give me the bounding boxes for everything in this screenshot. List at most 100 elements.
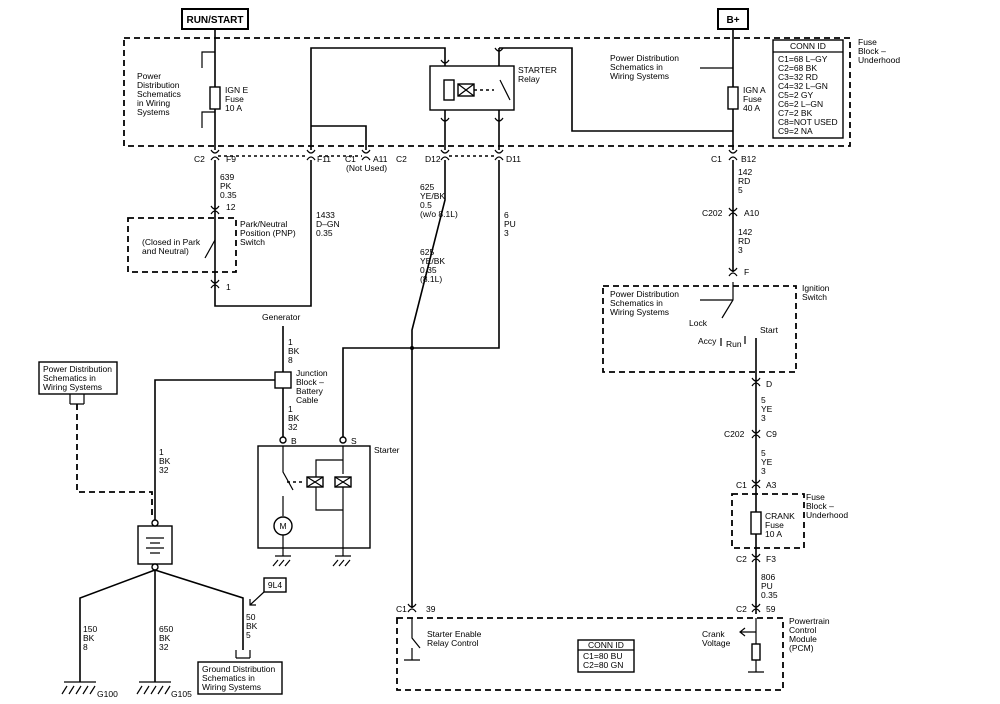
- ground-ref-line: Wiring Systems: [202, 682, 261, 692]
- left-ref-line: Schematics in: [43, 373, 96, 383]
- pcm-label-line: Powertrain: [789, 616, 830, 626]
- wire-1a-label: 1 BK 8: [288, 337, 300, 365]
- connector-label: C202: [724, 429, 745, 439]
- wire-label-line: (8.1L): [420, 274, 442, 284]
- wire-label-line: 1: [159, 447, 164, 457]
- connector-labels-top: C2 F9 F11 C1 A11 (Not Used) C2 D12 D11 C…: [194, 154, 756, 173]
- wire-label-line: (w/o 8.1L): [420, 209, 458, 219]
- f11-internal-wire: [310, 47, 446, 150]
- wire-1433-label: 1433 D–GN 0.35: [316, 210, 340, 238]
- wire-label-line: 50: [246, 612, 256, 622]
- wire-label-line: 142: [738, 227, 752, 237]
- ignition-position-marks: [720, 336, 746, 346]
- connector-label: C2: [396, 154, 407, 164]
- power-dist-ref-line: Power: [137, 71, 161, 81]
- ignition-label-line: Ignition: [802, 283, 830, 293]
- ground-g105-icon: [136, 681, 171, 695]
- bplus-label: B+: [726, 15, 739, 26]
- power-dist-ref-left: Power Distribution Schematics in Wiring …: [137, 71, 181, 117]
- fuse-block-outline: [123, 37, 851, 147]
- wire-label-line: 150: [83, 624, 97, 634]
- pnp-pin-1: 1: [226, 282, 231, 292]
- fuse-block-lower-title-line: Underhood: [806, 510, 848, 520]
- wire-label-line: 8: [83, 642, 88, 652]
- crank-fuse-block-outline: [731, 493, 805, 549]
- wire-label-line: RD: [738, 236, 750, 246]
- connector-label: C2: [736, 604, 747, 614]
- connector-label: C1: [396, 604, 407, 614]
- wire-1433-dgn: [214, 160, 312, 307]
- fuse-block-title-line-2: Block –: [858, 46, 886, 56]
- wire-label-line: 5: [761, 395, 766, 405]
- wire-label-line: 0.35: [420, 265, 437, 275]
- pnp-switch-state: (Closed in Park and Neutral): [142, 237, 201, 256]
- pnp-label-line: Park/Neutral: [240, 219, 287, 229]
- junction-label-line: Block –: [296, 377, 324, 387]
- page-ref-arrow-icon: [249, 591, 265, 606]
- junction-label-line: Junction: [296, 368, 328, 378]
- wire-650-label: 650 BK 32: [159, 624, 173, 652]
- crank-voltage-line: Voltage: [702, 638, 731, 648]
- relay-feed-from-bplus: [499, 47, 733, 132]
- ignition-ref-line: Wiring Systems: [610, 307, 669, 317]
- pcm-conn-title: CONN ID: [588, 640, 624, 650]
- starter-enable-line: Relay Control: [427, 638, 479, 648]
- wire-142b-label: 142 RD 3: [738, 227, 752, 255]
- pnp-pin-12: 12: [226, 202, 236, 212]
- wire-150-label: 150 BK 8: [83, 624, 97, 652]
- generator-label: Generator: [262, 312, 300, 322]
- pcm-conn-id-table: CONN ID C1=80 BU C2=80 GN: [577, 639, 635, 673]
- ign-a-fuse-line: Fuse: [743, 94, 762, 104]
- starter-b-label: B: [291, 436, 297, 446]
- wire-label-line: BK: [288, 413, 300, 423]
- pcm-label: Powertrain Control Module (PCM): [789, 616, 830, 653]
- wire-639-label: 639 PK 0.35: [220, 172, 237, 200]
- conn-id-table-top: CONN ID C1=68 L–GY C2=68 BK C3=32 RD C4=…: [772, 39, 844, 139]
- connector-label: F: [744, 267, 749, 277]
- conn-id-row: C6=2 L–GN: [778, 99, 823, 109]
- connector-label: A3: [766, 480, 777, 490]
- conn-id-row: C8=NOT USED: [778, 117, 838, 127]
- wire-1b-label: 1 BK 32: [288, 404, 300, 432]
- wire-label-line: 6: [504, 210, 509, 220]
- fuse-block-title-line-3: Underhood: [858, 55, 900, 65]
- wire-label-line: 8: [288, 355, 293, 365]
- run-start-label: RUN/START: [186, 15, 243, 26]
- relay-switch-contact: [499, 79, 511, 101]
- ignition-label-line: Switch: [802, 292, 827, 302]
- wire-label-line: 1433: [316, 210, 335, 220]
- fuse-block-lower-title-line: Fuse: [806, 492, 825, 502]
- conn-id-row: C5=2 GY: [778, 90, 814, 100]
- conn-id-row: C1=68 L–GY: [778, 54, 828, 64]
- ign-e-fuse-line: 10 A: [225, 103, 242, 113]
- wire-label-line: YE: [761, 457, 773, 467]
- ign-a-fuse-line: 40 A: [743, 103, 760, 113]
- crank-fuse-icon: [750, 511, 762, 535]
- connector-label: F11: [317, 154, 331, 164]
- crank-fuse-line: 10 A: [765, 529, 782, 539]
- wire-625-wo81-label: 625 YE/BK 0.5 (w/o 8.1L): [420, 182, 458, 219]
- page-ref-9l4[interactable]: 9L4: [263, 577, 287, 593]
- wire-6-pu: [342, 160, 500, 440]
- wire-label-line: 5: [761, 448, 766, 458]
- ground-ref-line: Schematics in: [202, 673, 255, 683]
- starter-enable-label: Starter Enable Relay Control: [427, 629, 482, 648]
- wire-625-81-label: 625 YE/BK 0.35 (8.1L): [420, 247, 445, 284]
- connector-label: C202: [702, 208, 723, 218]
- connector-label: A11: [373, 154, 388, 164]
- wire-label-line: BK: [159, 456, 171, 466]
- power-dist-ref-right-line: Schematics in: [610, 62, 663, 72]
- conn-id-row: C4=32 L–GN: [778, 81, 828, 91]
- wire-label-line: 32: [288, 422, 298, 432]
- junction-block-icon: [274, 371, 292, 389]
- connector-label: D11: [506, 154, 521, 164]
- wire-1c-label: 1 BK 32: [159, 447, 171, 475]
- wire-label-line: 32: [159, 465, 169, 475]
- wire-label-line: BK: [159, 633, 171, 643]
- crank-voltage-label: Crank Voltage: [702, 629, 731, 648]
- pcm-label-line: (PCM): [789, 643, 814, 653]
- ign-a-fuse-label: IGN A Fuse 40 A: [743, 85, 766, 113]
- crank-voltage-resistor: [751, 643, 761, 661]
- wire-label-line: 0.35: [316, 228, 333, 238]
- pnp-state-line: (Closed in Park: [142, 237, 201, 247]
